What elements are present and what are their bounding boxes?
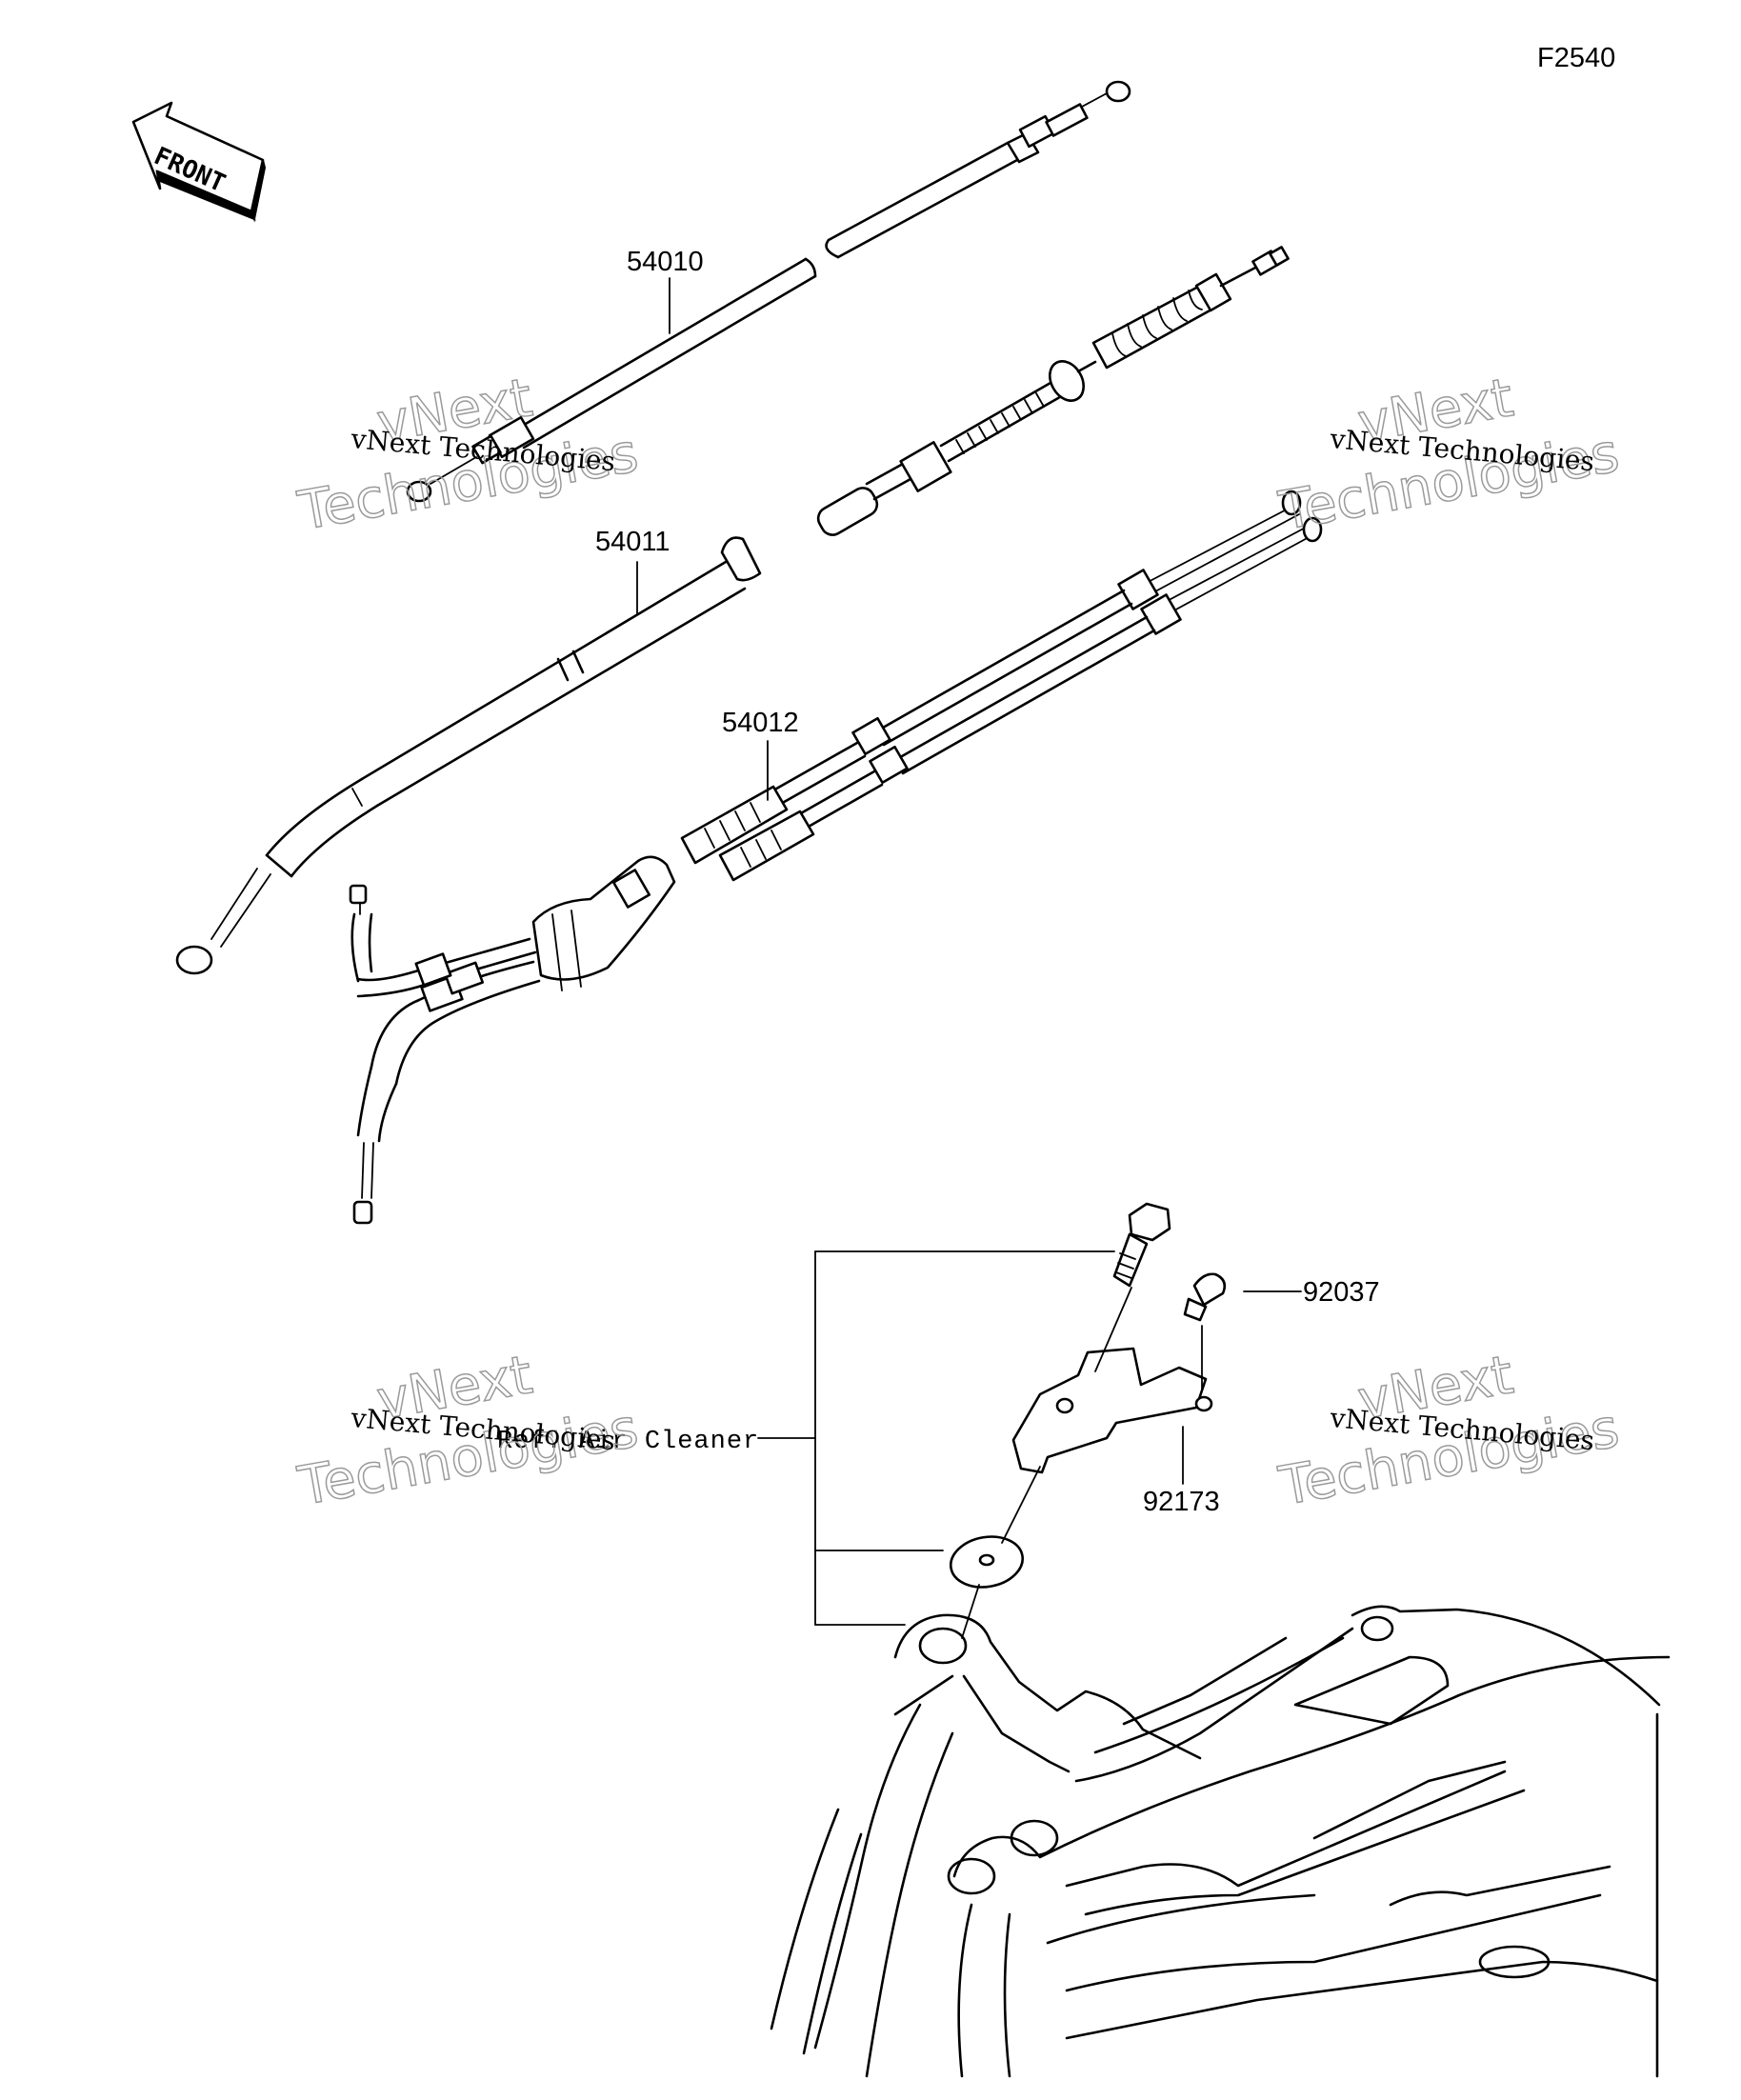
clamp-92037 [1183, 1272, 1227, 1322]
part-number-54012: 54012 [722, 708, 799, 738]
watermark-bottom-right: vNext Technologies vNext Technologies [1273, 1344, 1624, 1519]
air-cleaner-housing [770, 1605, 1671, 2078]
part-number-92173: 92173 [1143, 1487, 1220, 1517]
front-arrow-icon: FRONT [131, 101, 267, 223]
watermark-bottom-left: vNext Technologies vNext Technologies [292, 1344, 643, 1519]
cable-54010 [406, 80, 1131, 503]
part-number-54010: 54010 [627, 247, 704, 277]
part-number-92037: 92037 [1303, 1277, 1380, 1308]
cable-54011 [175, 536, 762, 975]
watermark-top-right: vNext Technologies vNext Technologies [1273, 367, 1624, 544]
washer [950, 1535, 1024, 1589]
reference-air-cleaner: Ref. Air Cleaner [497, 1428, 759, 1456]
bracket-92173 [1011, 1347, 1213, 1474]
reference-bracket-lines [757, 1250, 1115, 1626]
cable-54012 [349, 490, 1323, 1225]
figure-code: F2540 [1537, 43, 1615, 73]
part-number-54011: 54011 [595, 527, 670, 557]
bolt [1112, 1202, 1171, 1288]
clutch-adjuster [816, 246, 1290, 536]
watermark-top-left: vNext Technologies vNext Technologies [292, 367, 643, 544]
